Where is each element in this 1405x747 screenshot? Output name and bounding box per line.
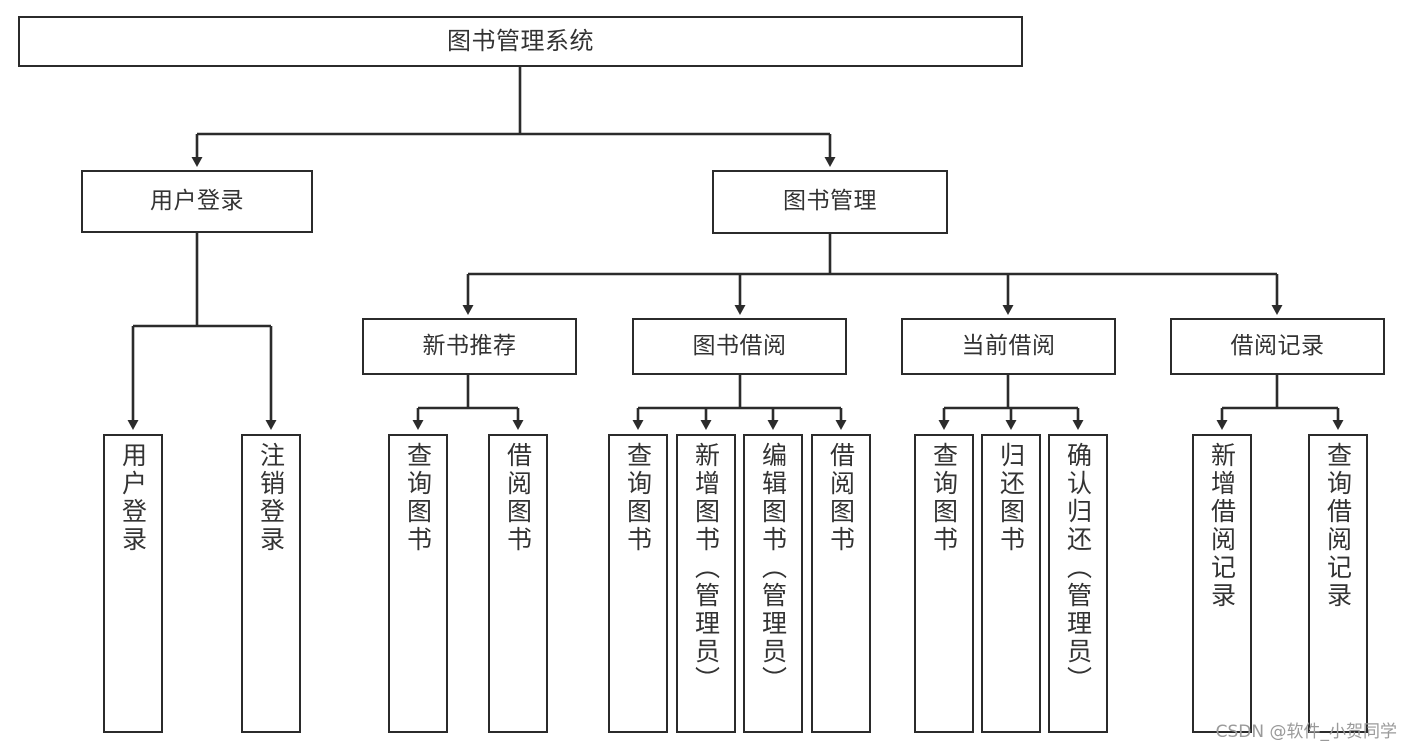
- node-leaf-confirm-return-label: 确认归还（管理员）: [1063, 442, 1093, 694]
- node-leaf-query-book-2-label: 查询图书: [623, 442, 653, 554]
- node-leaf-edit-book[interactable]: 编辑图书（管理员）: [743, 434, 803, 733]
- node-leaf-add-book-label: 新增图书（管理员）: [691, 442, 721, 694]
- node-leaf-logout-login-label: 注销登录: [256, 442, 286, 554]
- node-leaf-user-login-label: 用户登录: [118, 442, 148, 554]
- node-root[interactable]: 图书管理系统: [18, 16, 1023, 67]
- watermark: CSDN @软件_小贺同学: [1215, 722, 1397, 742]
- node-borrow-record[interactable]: 借阅记录: [1170, 318, 1385, 375]
- node-leaf-return-book[interactable]: 归还图书: [981, 434, 1041, 733]
- node-leaf-query-book-2[interactable]: 查询图书: [608, 434, 668, 733]
- node-leaf-add-book[interactable]: 新增图书（管理员）: [676, 434, 736, 733]
- node-leaf-query-book-1[interactable]: 查询图书: [388, 434, 448, 733]
- node-leaf-query-record-label: 查询借阅记录: [1323, 442, 1353, 610]
- node-leaf-query-book-3[interactable]: 查询图书: [914, 434, 974, 733]
- node-leaf-return-book-label: 归还图书: [996, 442, 1026, 554]
- node-leaf-edit-book-label: 编辑图书（管理员）: [758, 442, 788, 694]
- node-current-borrow[interactable]: 当前借阅: [901, 318, 1116, 375]
- node-leaf-add-record-label: 新增借阅记录: [1207, 442, 1237, 610]
- node-leaf-logout-login[interactable]: 注销登录: [241, 434, 301, 733]
- node-borrow-record-label: 借阅记录: [1230, 332, 1325, 359]
- node-leaf-confirm-return[interactable]: 确认归还（管理员）: [1048, 434, 1108, 733]
- node-current-borrow-label: 当前借阅: [961, 332, 1056, 359]
- node-root-label: 图书管理系统: [447, 27, 594, 56]
- node-book-borrow[interactable]: 图书借阅: [632, 318, 847, 375]
- node-new-book-recommend[interactable]: 新书推荐: [362, 318, 577, 375]
- node-book-management[interactable]: 图书管理: [712, 170, 948, 234]
- node-leaf-query-book-3-label: 查询图书: [929, 442, 959, 554]
- node-leaf-borrow-book-1-label: 借阅图书: [503, 442, 533, 554]
- node-leaf-user-login[interactable]: 用户登录: [103, 434, 163, 733]
- node-leaf-borrow-book-2-label: 借阅图书: [826, 442, 856, 554]
- node-book-borrow-label: 图书借阅: [692, 332, 787, 359]
- node-leaf-query-book-1-label: 查询图书: [403, 442, 433, 554]
- node-new-book-recommend-label: 新书推荐: [422, 332, 517, 359]
- node-book-management-label: 图书管理: [783, 188, 877, 215]
- node-leaf-query-record[interactable]: 查询借阅记录: [1308, 434, 1368, 733]
- node-leaf-borrow-book-2[interactable]: 借阅图书: [811, 434, 871, 733]
- node-leaf-borrow-book-1[interactable]: 借阅图书: [488, 434, 548, 733]
- node-user-login[interactable]: 用户登录: [81, 170, 313, 233]
- node-leaf-add-record[interactable]: 新增借阅记录: [1192, 434, 1252, 733]
- node-user-login-label: 用户登录: [150, 187, 244, 214]
